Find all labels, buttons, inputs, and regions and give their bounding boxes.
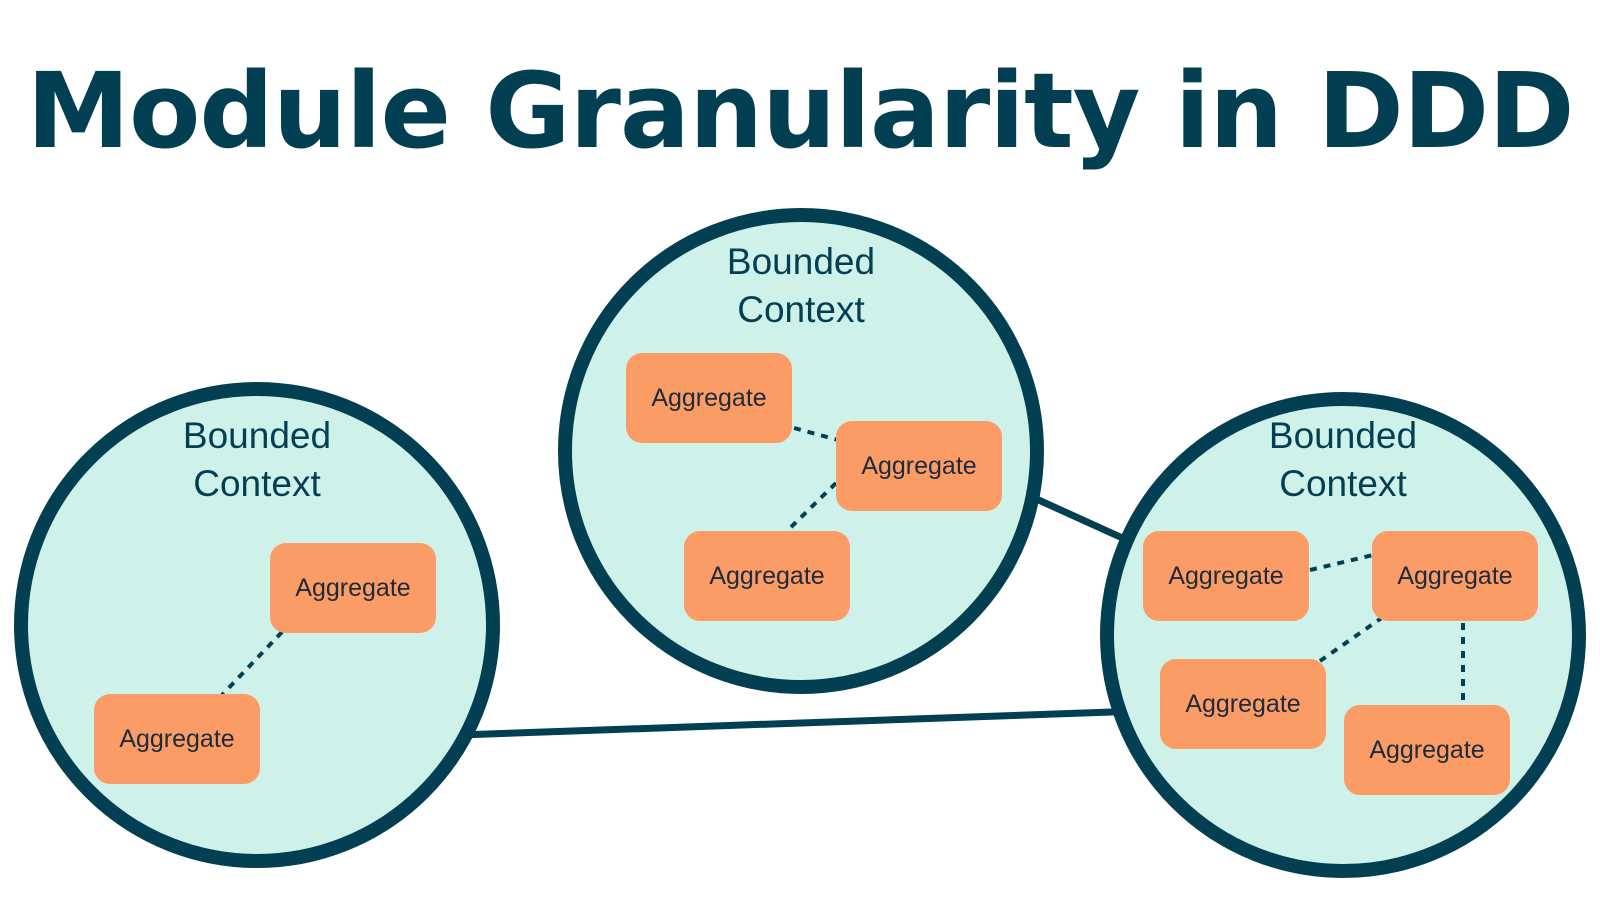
bounded-context-right: Bounded Context Aggregate Aggregate Aggr…: [1100, 392, 1586, 878]
aggregate: Aggregate: [1143, 531, 1309, 621]
aggregate-link: [784, 481, 838, 534]
context-label: Bounded: [1269, 415, 1417, 456]
bounded-context-middle: Bounded Context Aggregate Aggregate Aggr…: [558, 208, 1044, 694]
aggregate-label: Aggregate: [861, 452, 976, 480]
context-label: Context: [737, 289, 865, 330]
aggregate-link: [220, 630, 284, 697]
aggregate: Aggregate: [1372, 531, 1538, 621]
bounded-context-left: Bounded Context Aggregate Aggregate: [14, 382, 500, 868]
aggregate: Aggregate: [94, 694, 260, 784]
aggregate: Aggregate: [1160, 659, 1326, 749]
aggregate-label: Aggregate: [709, 562, 824, 590]
aggregate: Aggregate: [270, 543, 436, 633]
aggregate-link: [1309, 553, 1374, 572]
aggregate-label: Aggregate: [1369, 736, 1484, 764]
aggregate: Aggregate: [626, 353, 792, 443]
context-label: Bounded: [183, 415, 331, 456]
aggregate-label: Aggregate: [1185, 690, 1300, 718]
aggregate-label: Aggregate: [651, 384, 766, 412]
aggregate-label: Aggregate: [1397, 562, 1512, 590]
page-title: Module Granularity in DDD: [26, 50, 1574, 172]
context-label: Bounded: [727, 241, 875, 282]
aggregate-label: Aggregate: [1168, 562, 1283, 590]
aggregate: Aggregate: [684, 531, 850, 621]
aggregate-label: Aggregate: [295, 574, 410, 602]
context-label: Context: [1279, 463, 1407, 504]
aggregate: Aggregate: [1344, 705, 1510, 795]
aggregate-label: Aggregate: [119, 725, 234, 753]
aggregate: Aggregate: [836, 421, 1002, 511]
context-circle: [558, 208, 1044, 694]
context-label: Context: [193, 463, 321, 504]
context-connector: [459, 707, 1141, 739]
